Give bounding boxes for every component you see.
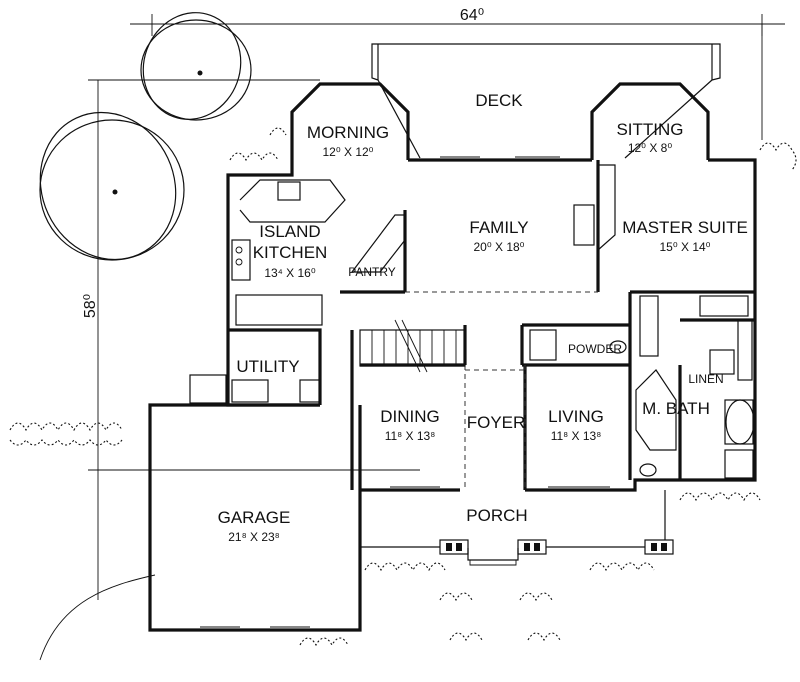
tree-left — [39, 111, 185, 261]
room-master-suite-size: 15⁰ X 14⁰ — [660, 240, 711, 254]
room-pantry-label: PANTRY — [348, 265, 396, 279]
fireplace — [573, 164, 616, 251]
room-family-label: FAMILY — [469, 218, 528, 237]
room-morning-label: MORNING — [307, 123, 389, 142]
deck-outline — [371, 43, 721, 159]
room-kitchen-label-2: KITCHEN — [253, 243, 328, 262]
room-garage-size: 21⁸ X 23⁸ — [228, 530, 280, 544]
bath-fixtures — [609, 340, 755, 479]
room-master-suite-label: MASTER SUITE — [622, 218, 748, 237]
room-dining-size: 11⁸ X 13⁸ — [385, 429, 436, 443]
room-porch-label: PORCH — [466, 506, 527, 525]
room-foyer-label: FOYER — [467, 413, 526, 432]
room-family-size: 20⁰ X 18⁰ — [474, 240, 525, 254]
room-master-bath-label: M. BATH — [642, 399, 710, 418]
room-powder-label: POWDER — [568, 342, 622, 356]
room-kitchen-size: 13⁴ X 16⁰ — [264, 266, 316, 280]
landscaping-shrubs — [9, 127, 797, 647]
room-kitchen-label-1: ISLAND — [259, 222, 320, 241]
open-boundaries — [405, 291, 598, 490]
kitchen-counters — [231, 179, 406, 326]
room-living-label: LIVING — [548, 407, 604, 426]
width-dimension: 64⁰ — [460, 7, 484, 24]
closets — [529, 295, 753, 381]
staircase — [359, 319, 466, 373]
room-garage-label: GARAGE — [218, 508, 291, 527]
room-deck-label: DECK — [475, 91, 523, 110]
utility-fixtures — [189, 374, 321, 404]
exterior-walls — [148, 82, 757, 632]
room-linen-label: LINEN — [688, 372, 723, 386]
room-utility-label: UTILITY — [236, 357, 299, 376]
depth-dimension: 58⁰ — [82, 294, 99, 318]
room-sitting-size: 12⁰ X 8⁰ — [628, 141, 673, 155]
porch-columns — [360, 490, 674, 566]
room-sitting-label: SITTING — [616, 120, 683, 139]
dimension-lines — [39, 14, 785, 661]
room-living-size: 11⁸ X 13⁸ — [551, 429, 602, 443]
room-morning-size: 12⁰ X 12⁰ — [323, 145, 374, 159]
tree-top — [140, 12, 252, 121]
room-dining-label: DINING — [380, 407, 440, 426]
windows — [200, 156, 610, 628]
